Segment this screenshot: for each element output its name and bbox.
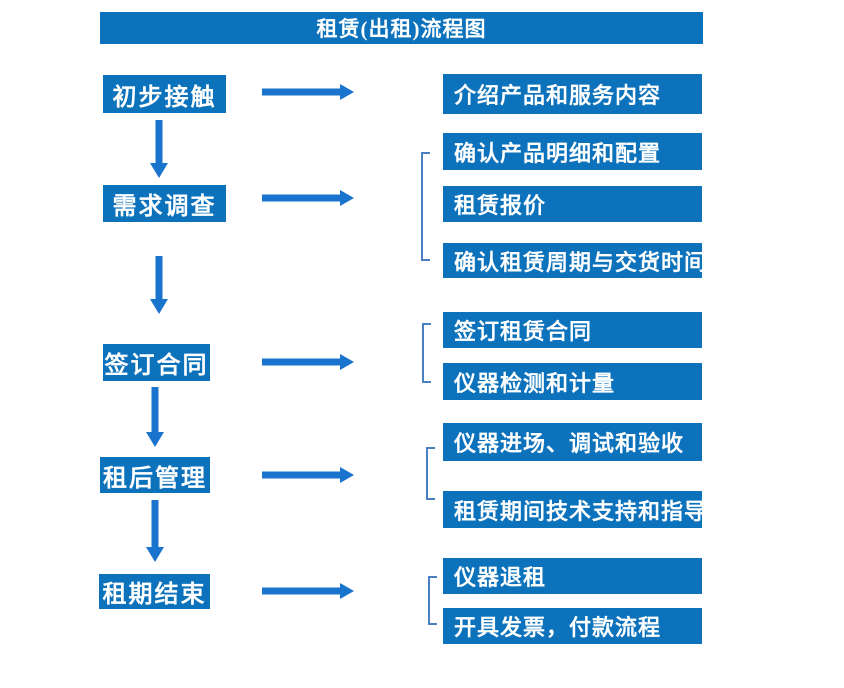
detail-box-instrument-testing: 仪器检测和计量 — [443, 363, 702, 400]
step-box-initial-contact: 初步接触 — [103, 75, 226, 113]
arrow-down-icon — [150, 120, 168, 178]
arrow-down-icon — [146, 387, 164, 447]
step-box-sign-contract: 签订合同 — [103, 344, 210, 381]
detail-box-technical-support: 租赁期间技术支持和指导 — [443, 491, 706, 528]
step-box-post-rental-management: 租后管理 — [100, 457, 210, 493]
detail-box-invoicing-payment: 开具发票，付款流程 — [443, 608, 702, 644]
step-box-demand-survey: 需求调查 — [103, 185, 226, 222]
arrow-down-icon — [146, 500, 164, 562]
bracket-connector — [428, 576, 437, 625]
arrow-down-icon — [150, 256, 168, 314]
bracket-connector — [426, 447, 435, 500]
arrow-right-icon — [262, 190, 354, 206]
detail-box-instrument-return: 仪器退租 — [443, 558, 702, 594]
bracket-connector — [422, 323, 431, 383]
arrow-right-icon — [262, 84, 354, 100]
step-box-rental-end: 租期结束 — [99, 574, 210, 609]
arrow-right-icon — [262, 583, 354, 599]
bracket-connector — [421, 152, 430, 261]
detail-box-confirm-product-details: 确认产品明细和配置 — [443, 133, 702, 170]
detail-box-sign-rental-contract: 签订租赁合同 — [443, 312, 702, 348]
flowchart-title: 租赁(出租)流程图 — [100, 12, 703, 44]
detail-box-rental-quotation: 租赁报价 — [443, 186, 702, 222]
detail-box-confirm-rental-period: 确认租赁周期与交货时间 — [443, 243, 706, 278]
arrow-right-icon — [262, 354, 354, 370]
arrow-right-icon — [262, 467, 354, 483]
detail-box-instrument-entry-acceptance: 仪器进场、调试和验收 — [443, 423, 702, 461]
detail-box-introduce-products: 介绍产品和服务内容 — [443, 74, 702, 114]
